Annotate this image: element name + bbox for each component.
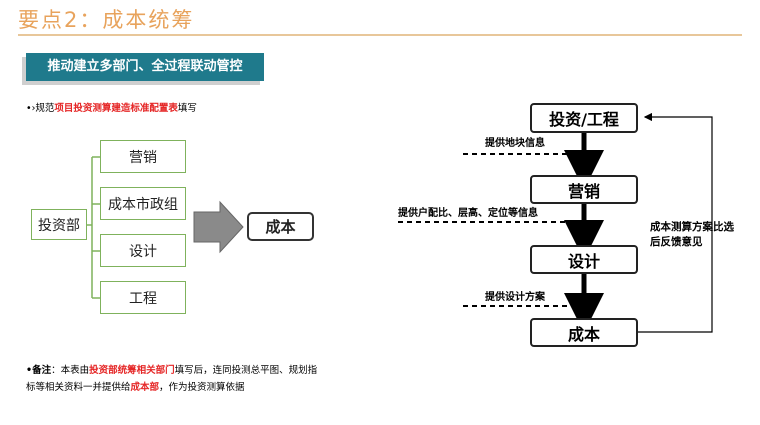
slide-title: 要点2：成本统筹 xyxy=(18,8,195,32)
footnote: •备注：本表由投资部统筹相关部门填写后，连同投测总平图、规划指标等相关资料一并提… xyxy=(26,362,326,396)
tree-branch-design: 设计 xyxy=(100,234,186,267)
title-divider xyxy=(18,34,742,36)
footnote-highlight1: 投资部统筹相关部门 xyxy=(89,365,175,376)
footnote-part3: ，作为投资测算依据 xyxy=(159,382,245,393)
instruction-suffix: 填写 xyxy=(177,103,197,114)
footnote-part1: ：本表由 xyxy=(51,365,90,376)
flow-input-label-3: 提供设计方案 xyxy=(485,292,545,303)
section-banner: 推动建立多部门、全过程联动管控 xyxy=(26,53,264,81)
footnote-highlight2: 成本部 xyxy=(130,382,160,393)
tree-root-investment: 投资部 xyxy=(31,209,87,240)
feedback-label: 成本测算方案比选后反馈意见 xyxy=(650,221,734,248)
flow-input-label-2: 提供户配比、层高、定位等信息 xyxy=(398,208,538,219)
footnote-label: •备注 xyxy=(26,365,52,376)
flow-node-marketing: 营销 xyxy=(530,175,638,204)
feedback-loop-line xyxy=(637,112,713,333)
instruction-prefix: •›规范 xyxy=(26,103,55,114)
flow-node-investment: 投资/工程 xyxy=(530,103,638,133)
instruction-line: •›规范项目投资测算建造标准配置表填写 xyxy=(26,100,197,114)
tree-branch-marketing: 营销 xyxy=(100,140,186,173)
tree-branch-cost-municipal: 成本市政组 xyxy=(100,187,186,220)
big-arrow-icon xyxy=(193,200,244,254)
instruction-highlight: 项目投资测算建造标准配置表 xyxy=(54,103,178,114)
flow-input-label-1: 提供地块信息 xyxy=(485,138,545,149)
footnote-part2: 填写后，连同投测总平图、规划指标等相关资料一并提供给 xyxy=(26,365,318,393)
tree-target-cost: 成本 xyxy=(247,212,314,241)
tree-branch-engineering: 工程 xyxy=(100,281,186,314)
flow-node-cost: 成本 xyxy=(530,318,638,347)
flow-node-design: 设计 xyxy=(530,245,638,274)
